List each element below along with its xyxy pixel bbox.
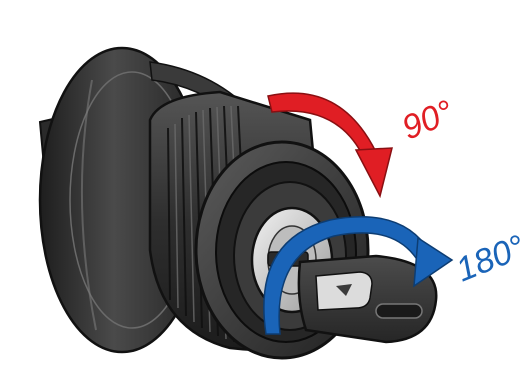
rotation-label-90: 90° — [397, 93, 459, 147]
rotation-label-180: 180° — [451, 228, 530, 290]
